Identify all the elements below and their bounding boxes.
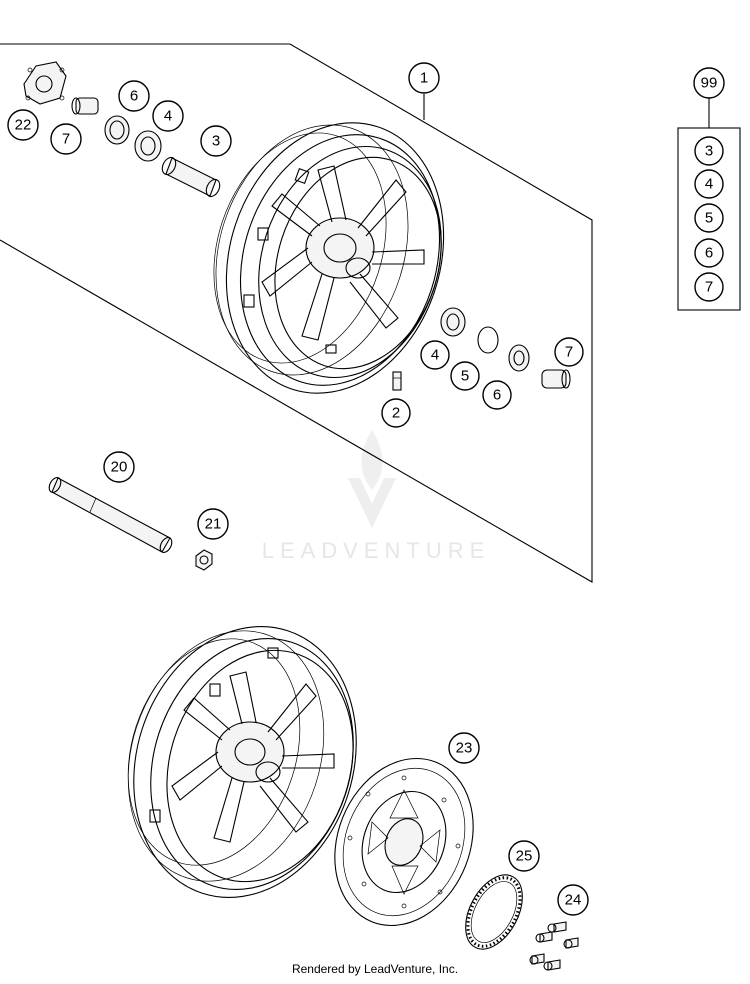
callout-3: 3 — [200, 125, 232, 157]
svg-text:20: 20 — [111, 459, 128, 476]
callout-5: 5 — [450, 361, 480, 391]
front-wheel-top — [213, 122, 445, 394]
callout-kit-99: 99 — [693, 67, 725, 99]
abs-ring-25 — [465, 874, 523, 950]
callout-25: 25 — [508, 840, 540, 872]
sensor-ring-22 — [23, 61, 67, 105]
screws-24 — [529, 921, 579, 971]
front-wheel-bottom — [127, 626, 357, 898]
svg-text:25: 25 — [516, 848, 533, 865]
svg-text:21: 21 — [205, 516, 222, 533]
kit-item-7: 7 — [694, 272, 724, 302]
svg-text:6: 6 — [493, 387, 501, 404]
svg-text:4: 4 — [431, 347, 439, 364]
svg-text:6: 6 — [130, 88, 138, 105]
svg-text:99: 99 — [701, 75, 718, 92]
spacer-7-right — [541, 369, 571, 389]
group-frame — [0, 43, 593, 583]
callout-6-right: 6 — [482, 380, 512, 410]
svg-text:22: 22 — [15, 117, 32, 134]
callout-4-right: 4 — [420, 340, 450, 370]
axle-20 — [48, 477, 173, 553]
callout-6-left: 6 — [118, 80, 150, 112]
callout-24: 24 — [557, 884, 589, 916]
svg-text:4: 4 — [705, 176, 713, 193]
bearing-4-right — [440, 307, 466, 337]
callout-7-left: 7 — [50, 123, 82, 155]
svg-text:7: 7 — [705, 279, 713, 296]
callout-4-left: 4 — [152, 100, 184, 132]
callout-7-right: 7 — [554, 337, 584, 367]
footer-credit: Rendered by LeadVenture, Inc. — [291, 962, 459, 976]
spacer-sleeve-3 — [161, 156, 221, 198]
callout-1: 1 — [408, 62, 440, 94]
kit-99 — [677, 98, 741, 311]
kit-item-5: 5 — [694, 203, 724, 233]
svg-text:5: 5 — [461, 368, 469, 385]
callout-22: 22 — [7, 109, 39, 141]
callout-23: 23 — [448, 732, 480, 764]
spacer-7-left — [71, 97, 99, 115]
svg-text:2: 2 — [392, 405, 400, 422]
kit-item-6: 6 — [694, 238, 724, 268]
circlip-5 — [477, 326, 499, 354]
bearing-4-left — [134, 130, 162, 162]
svg-text:24: 24 — [565, 892, 582, 909]
svg-text:4: 4 — [164, 108, 172, 125]
seal-6-right — [508, 344, 530, 372]
svg-text:3: 3 — [212, 133, 220, 150]
svg-text:5: 5 — [705, 210, 713, 227]
seal-6-left — [104, 115, 130, 145]
svg-text:7: 7 — [565, 344, 573, 361]
callout-21: 21 — [197, 508, 229, 540]
brake-disc-23 — [334, 757, 474, 927]
svg-text:3: 3 — [705, 143, 713, 160]
kit-item-4: 4 — [694, 169, 724, 199]
watermark-brand: LEADVENTURE — [262, 538, 491, 563]
watermark: LEADVENTURE — [262, 430, 491, 563]
tire-valve-2 — [392, 371, 402, 391]
svg-text:23: 23 — [456, 740, 473, 757]
callout-20: 20 — [103, 451, 135, 483]
kit-item-3: 3 — [694, 136, 724, 166]
axle-nut-21 — [195, 549, 213, 571]
svg-text:1: 1 — [420, 70, 428, 87]
callout-2: 2 — [381, 398, 411, 428]
svg-text:6: 6 — [705, 245, 713, 262]
svg-text:7: 7 — [62, 131, 70, 148]
